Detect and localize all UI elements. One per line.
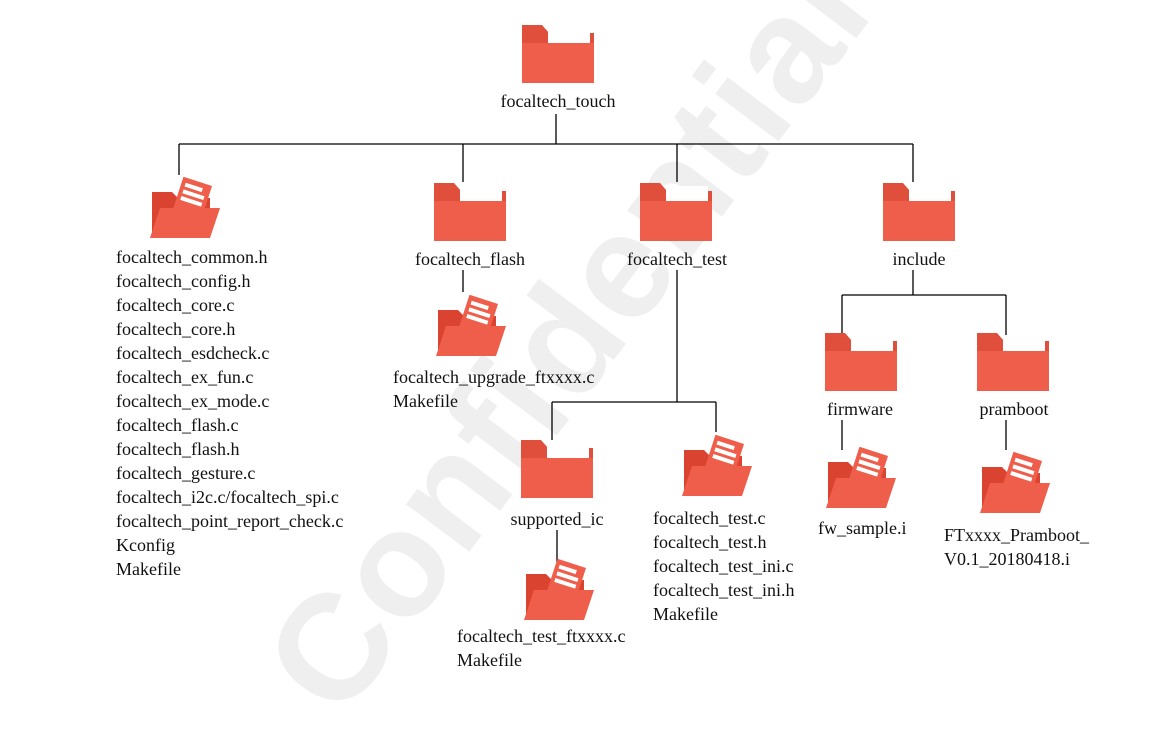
file-item: focaltech_flash.c xyxy=(116,415,239,435)
file-item: focaltech_test.c xyxy=(653,508,766,528)
folder-label-firmware: firmware xyxy=(827,399,893,419)
firmware-file-list: fw_sample.i xyxy=(818,516,906,540)
open-folder-icon-core-files xyxy=(150,176,220,238)
folder-label-supported-ic: supported_ic xyxy=(510,509,604,529)
pramboot-file-list: FTxxxx_Pramboot_ V0.1_20180418.i xyxy=(944,523,1089,571)
folder-label-include: include xyxy=(892,249,946,269)
folder-icon-focaltech-test xyxy=(640,183,712,241)
folder-label-focaltech-touch: focaltech_touch xyxy=(500,91,616,111)
file-item: focaltech_config.h xyxy=(116,271,251,291)
file-item: focaltech_ex_mode.c xyxy=(116,391,270,411)
open-folder-icon-pramboot-files xyxy=(980,451,1050,513)
file-item: focaltech_gesture.c xyxy=(116,463,256,483)
file-item: fw_sample.i xyxy=(818,518,907,538)
folder-icon-include xyxy=(883,183,955,241)
folder-label-focaltech-flash: focaltech_flash xyxy=(415,249,525,269)
file-item: focaltech_test.h xyxy=(653,532,767,552)
folder-icon-firmware xyxy=(825,333,897,391)
open-folder-icon-supported-ic-files xyxy=(524,558,594,620)
folder-icon-focaltech-flash xyxy=(434,183,506,241)
test-file-list: focaltech_test.c focaltech_test.h focalt… xyxy=(653,506,794,626)
folder-icon-focaltech-touch xyxy=(522,25,594,83)
open-folder-icon-firmware-files xyxy=(826,446,896,508)
file-item: focaltech_common.h xyxy=(116,247,268,267)
file-item: focaltech_flash.h xyxy=(116,439,240,459)
supported-ic-file-list: focaltech_test_ftxxxx.c Makefile xyxy=(457,624,625,672)
flash-file-list: focaltech_upgrade_ftxxxx.c Makefile xyxy=(393,365,594,413)
file-item: focaltech_core.h xyxy=(116,319,236,339)
file-item: focaltech_upgrade_ftxxxx.c xyxy=(393,367,595,387)
folder-icon-supported-ic xyxy=(521,440,593,498)
open-folder-icon-test-files xyxy=(682,434,752,496)
file-item: focaltech_test_ini.c xyxy=(653,556,794,576)
file-item: focaltech_i2c.c/focaltech_spi.c xyxy=(116,487,339,507)
file-item: Makefile xyxy=(393,391,458,411)
file-item: Makefile xyxy=(457,650,522,670)
file-item: focaltech_ex_fun.c xyxy=(116,367,254,387)
file-item: V0.1_20180418.i xyxy=(944,549,1070,569)
file-item: focaltech_esdcheck.c xyxy=(116,343,270,363)
folder-label-pramboot: pramboot xyxy=(979,399,1049,419)
file-item: focaltech_test_ftxxxx.c xyxy=(457,626,626,646)
open-folder-icon-flash-files xyxy=(436,294,506,356)
folder-icon-pramboot xyxy=(977,333,1049,391)
directory-tree-diagram xyxy=(150,25,1050,620)
file-item: Makefile xyxy=(116,559,181,579)
tree-lines xyxy=(178,114,1007,562)
core-file-list: focaltech_common.h focaltech_config.h fo… xyxy=(116,245,343,581)
folder-label-focaltech-test: focaltech_test xyxy=(627,249,727,269)
file-item: FTxxxx_Pramboot_ xyxy=(944,525,1090,545)
file-item: focaltech_test_ini.h xyxy=(653,580,795,600)
file-item: Makefile xyxy=(653,604,718,624)
file-item: focaltech_core.c xyxy=(116,295,235,315)
file-item: focaltech_point_report_check.c xyxy=(116,511,344,531)
file-item: Kconfig xyxy=(116,535,175,555)
